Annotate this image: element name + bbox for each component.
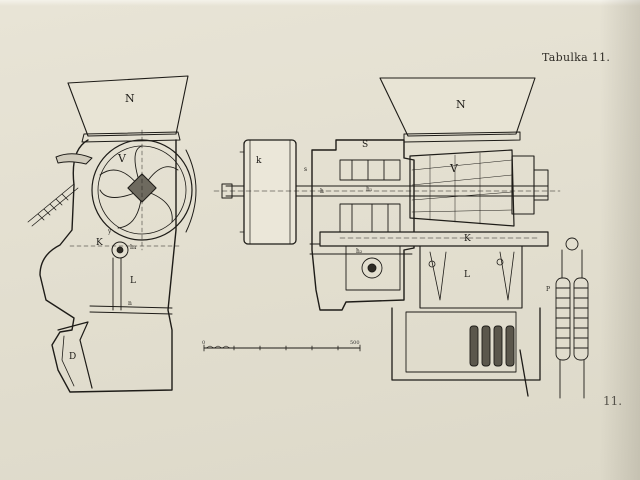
side-spring xyxy=(27,183,79,227)
front-hopper-label: N xyxy=(456,98,466,111)
front-s-label: S xyxy=(362,140,369,150)
front-h1-label: h₁ xyxy=(366,186,373,193)
side-k-label: K xyxy=(96,238,103,248)
front-l-label: L xyxy=(464,270,470,280)
side-y-label: y xyxy=(108,228,112,235)
page-binding-shadow xyxy=(600,0,640,480)
side-h4-label: h₄ xyxy=(130,244,137,251)
side-l-label: L xyxy=(130,276,136,286)
front-end-cap xyxy=(511,155,535,215)
scale-bar-end-label: 500 xyxy=(350,340,360,346)
side-d-label: D xyxy=(69,352,77,362)
front-p-label: P xyxy=(546,286,551,293)
front-hopper xyxy=(379,77,536,137)
side-hopper-flange xyxy=(81,131,181,143)
front-rotor-label: V xyxy=(450,162,458,175)
front-springs xyxy=(555,237,589,399)
side-view-drawing xyxy=(27,75,197,393)
side-gear-h4 xyxy=(111,241,129,259)
scale-bar-start-label: 0 xyxy=(202,340,206,346)
page-top-edge xyxy=(0,0,640,6)
front-k-large-label: K xyxy=(464,234,471,244)
front-s-small-label: s xyxy=(304,166,308,173)
front-frame-beam xyxy=(319,231,549,247)
scale-bar xyxy=(203,344,361,352)
page-number: 11. xyxy=(603,394,623,408)
front-h-label: h xyxy=(320,188,324,195)
front-internal-gears xyxy=(309,159,413,291)
side-rotor-label: V xyxy=(118,152,126,165)
side-lever xyxy=(55,153,93,165)
front-rotor-cone xyxy=(409,149,515,227)
side-hopper xyxy=(67,75,189,137)
front-lower-block xyxy=(391,307,541,381)
front-h2-label: h₂ xyxy=(356,248,363,255)
plate-title: Tabulka 11. xyxy=(542,51,611,64)
front-k-small-label: k xyxy=(256,156,262,166)
side-n-label: n xyxy=(128,300,132,307)
front-gearbox xyxy=(311,139,415,311)
front-base-bracket xyxy=(419,245,523,309)
side-chute xyxy=(57,321,93,389)
side-housing xyxy=(39,139,177,393)
front-pulley xyxy=(243,139,297,245)
side-hopper-label: N xyxy=(125,92,135,105)
front-view-drawing xyxy=(213,77,589,399)
